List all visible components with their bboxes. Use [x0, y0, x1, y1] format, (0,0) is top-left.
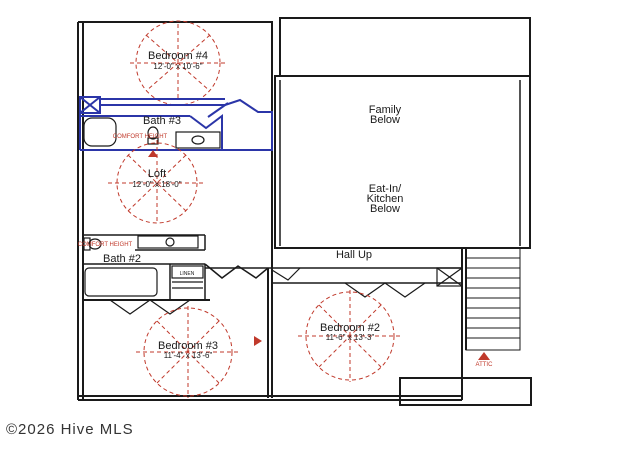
bath-3: Bath #3 COMFORT HEIGHT	[79, 96, 273, 157]
hall-name: Hall Up	[336, 249, 372, 261]
vanity-bath-2	[137, 235, 199, 249]
bedroom-4: Bedroom #4 12'-0" x 10'-6"	[130, 20, 226, 106]
linen-closet	[171, 265, 204, 279]
closet-doors-bedroom-3	[109, 299, 191, 315]
outer-walls	[77, 17, 532, 406]
kitchen-label-line1: Eat-In/	[369, 183, 402, 195]
vanity-bath-3	[175, 131, 221, 149]
bedroom-2-name: Bedroom #2	[320, 322, 380, 334]
fan-arrow-bath-3	[148, 150, 158, 157]
ceiling-fan-bedroom-3	[136, 306, 240, 398]
kitchen-label-line2: Kitchen	[367, 193, 404, 205]
bath-2: COMFORT HEIGHT Bath #2 LINEN	[78, 234, 269, 300]
bath-3-fixtures	[83, 117, 221, 149]
bedroom-3: Bedroom #3 11'-4" x 13'-6"	[109, 299, 262, 398]
bathtub-bath-2	[84, 267, 158, 297]
bath-2-name: Bath #2	[103, 253, 141, 265]
attic-label: ATTIC	[476, 362, 494, 368]
bath-2-fixtures	[84, 235, 204, 297]
toilet-bath-3	[147, 126, 159, 145]
bedroom-2-dimensions: 11'-6" x 13'-3"	[326, 333, 375, 342]
bath-3-comfort-height-label: COMFORT HEIGHT	[113, 134, 168, 140]
family-label-line1: Family	[369, 104, 402, 116]
fan-arrow-bedroom-3	[254, 336, 262, 346]
bath-3-name: Bath #3	[143, 115, 181, 127]
kitchen-label-line3: Below	[370, 203, 400, 215]
loft-dimensions: 12'-0" x 18'-0"	[132, 180, 181, 189]
ceiling-fan-loft	[108, 140, 206, 224]
attic-access	[436, 267, 463, 287]
stairs	[465, 247, 521, 351]
open-to-below: Family Below Eat-In/ Kitchen Below	[367, 104, 404, 215]
bath-3-walls	[79, 96, 273, 151]
hall: Hall Up	[336, 249, 372, 261]
bedroom-3-dimensions: 11'-4" x 13'-6"	[164, 351, 213, 360]
door-swing-bedroom-2	[271, 267, 301, 281]
bath-2-walls	[83, 234, 269, 300]
family-label-line2: Below	[370, 114, 400, 126]
bedroom-4-dimensions: 12'-0" x 10'-6"	[153, 62, 202, 71]
bath-2-comfort-height-label: COMFORT HEIGHT	[78, 242, 133, 248]
bathtub-bath-3	[83, 117, 117, 147]
closet-doors-bedroom-2	[344, 282, 426, 298]
bedroom-2: Bedroom #2 11'-6" x 13'-3" ATTIC	[271, 267, 494, 382]
loft-name: Loft	[148, 168, 166, 180]
attic-arrow	[478, 352, 490, 360]
sink-bath-2	[165, 237, 175, 247]
toilet-bath-2	[83, 237, 102, 251]
linen-label: LINEN	[180, 271, 195, 277]
copyright-watermark: ©2026 Hive MLS	[6, 421, 134, 438]
bedroom-3-name: Bedroom #3	[158, 340, 218, 352]
ceiling-fan-bedroom-2	[298, 290, 402, 382]
bedroom-4-name: Bedroom #4	[148, 50, 208, 62]
sink-bath-3	[191, 135, 205, 145]
loft: Loft 12'-0" x 18'-0"	[108, 140, 206, 224]
